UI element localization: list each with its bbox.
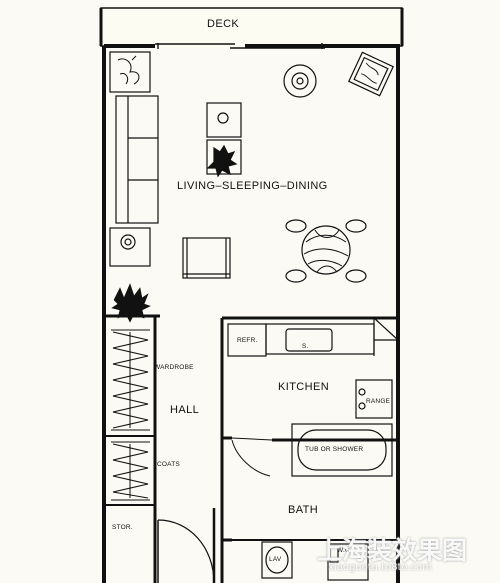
storage-label: STOR. xyxy=(112,524,133,531)
side-table-lamp xyxy=(206,102,242,138)
coats-label: COATS xyxy=(157,461,180,468)
deck-area xyxy=(100,7,403,47)
lavatory xyxy=(261,541,293,579)
wardrobe-hangers xyxy=(111,329,150,431)
sliding-door xyxy=(155,43,325,49)
bathtub xyxy=(291,423,393,477)
toilet-label: W.C. xyxy=(337,547,352,554)
kitchen-label: KITCHEN xyxy=(278,381,330,393)
end-table-bottom xyxy=(109,227,151,267)
armchair xyxy=(182,237,231,279)
toilet xyxy=(327,543,369,581)
tub-label: TUB OR SHOWER xyxy=(305,446,364,453)
end-table-top xyxy=(109,51,151,93)
dining-set xyxy=(285,219,367,283)
corner-chair xyxy=(348,51,394,97)
kitchen-counter xyxy=(227,317,399,419)
round-ottoman xyxy=(283,64,317,98)
bath-door xyxy=(231,437,273,477)
coats-hangers xyxy=(111,441,150,501)
deck-label: DECK xyxy=(207,18,240,30)
hall-label: HALL xyxy=(170,404,200,416)
living-label: LIVING–SLEEPING–DINING xyxy=(177,180,328,192)
lavatory-label: LAV xyxy=(269,556,282,563)
refrigerator-label: REFR. xyxy=(237,337,258,344)
watermark-text: 上海装效果图 xyxy=(317,536,468,565)
wardrobe-label: WARDROBE xyxy=(154,364,194,371)
bath-label: BATH xyxy=(288,504,319,516)
entry-door xyxy=(157,508,216,583)
sink-label: S. xyxy=(302,343,309,350)
corner-plant xyxy=(111,283,151,323)
sofa xyxy=(115,95,159,224)
side-table-plant xyxy=(206,139,242,175)
range-label: RANGE xyxy=(366,398,391,405)
watermark-url: xiaoguotu.to8to.com xyxy=(328,562,432,573)
